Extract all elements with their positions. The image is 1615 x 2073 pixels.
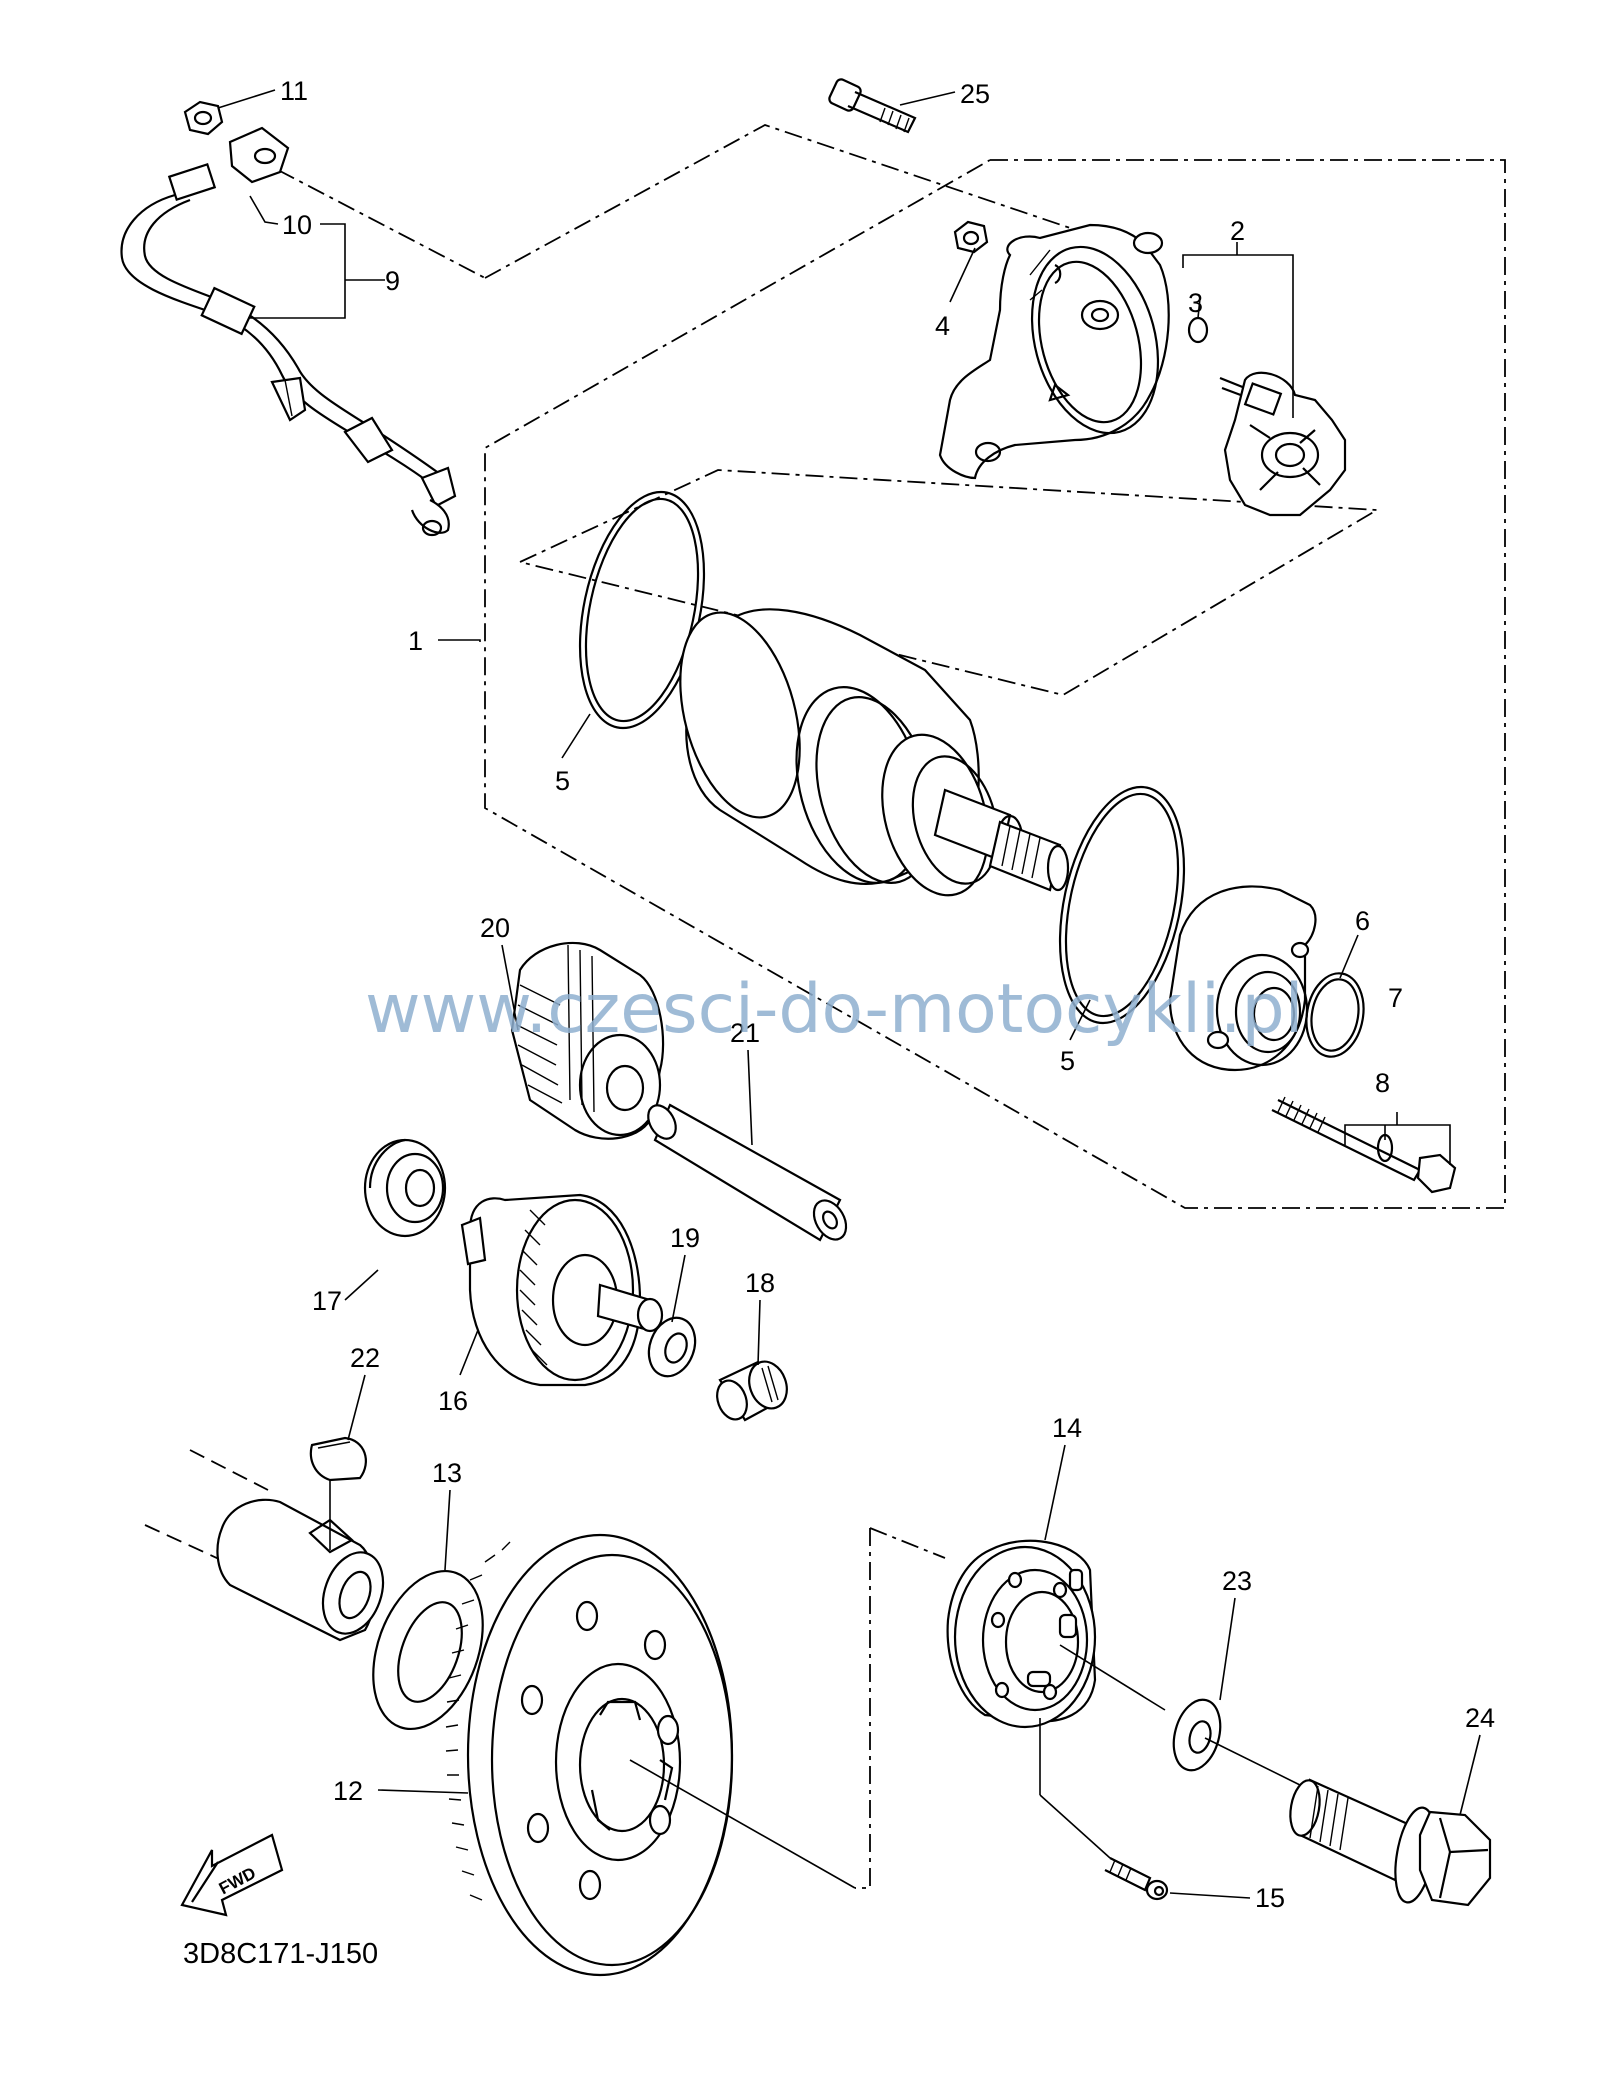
part-2-brush-holder (1219, 371, 1347, 517)
callout-25: 25 (960, 79, 990, 109)
part-6-o-ring (1305, 972, 1365, 1058)
part-7-through-bolt (1271, 1096, 1457, 1194)
callout-20: 20 (480, 913, 510, 943)
callout-labels: 11 25 10 9 4 2 3 1 5 5 6 7 8 20 21 17 19… (280, 76, 1495, 1913)
part-12-starter-wheel-gear (445, 1533, 856, 1977)
forward-direction-arrow-icon: FWD (180, 1833, 284, 1917)
callout-6: 6 (1355, 906, 1370, 936)
callout-5-lower: 5 (1060, 1046, 1075, 1076)
callout-7: 7 (1388, 983, 1403, 1013)
part-24-flange-bolt (1289, 1778, 1492, 1907)
callout-9: 9 (385, 266, 400, 296)
part-25-bolt (828, 78, 917, 134)
callout-3: 3 (1188, 288, 1203, 318)
part-23-washer (1172, 1698, 1301, 1786)
callout-13: 13 (432, 1458, 462, 1488)
part-5-o-ring-lower (1058, 785, 1186, 1025)
callout-24: 24 (1465, 1703, 1495, 1733)
part-11-nut (183, 100, 224, 136)
part-16-starter-clutch (460, 1193, 664, 1387)
part-17-bearing (363, 1138, 447, 1238)
callout-1: 1 (408, 626, 423, 656)
part-1-starter-motor (679, 608, 1070, 897)
part-14-clutch-housing (946, 1539, 1166, 1859)
part-21-idler-shaft (647, 1103, 848, 1242)
leader-lines (217, 89, 1481, 1899)
part-4-nut (953, 220, 989, 254)
callout-23: 23 (1222, 1566, 1252, 1596)
diagram-code: 3D8C171-J150 (183, 1938, 378, 1970)
callout-11: 11 (280, 76, 308, 106)
callout-10: 10 (282, 210, 312, 240)
callout-2: 2 (1230, 216, 1245, 246)
part-15-bolt (1104, 1857, 1169, 1901)
callout-5-upper: 5 (555, 766, 570, 796)
callout-12: 12 (333, 1776, 363, 1806)
part-9-starter-cable (120, 126, 457, 537)
part-18-needle-bearing (716, 1360, 788, 1422)
callout-18: 18 (745, 1268, 775, 1298)
part-3-o-ring (1187, 316, 1209, 344)
callout-4: 4 (935, 311, 950, 341)
part-13-washer (372, 1569, 484, 1731)
part-19-washer (647, 1316, 697, 1378)
callout-17: 17 (312, 1286, 342, 1316)
callout-21: 21 (730, 1018, 760, 1048)
callout-22: 22 (350, 1343, 380, 1373)
part-22-woodruff-key (309, 1436, 367, 1482)
callout-14: 14 (1052, 1413, 1082, 1443)
part-1-rear-cover (1168, 885, 1317, 1072)
callout-19: 19 (670, 1223, 700, 1253)
callout-8: 8 (1375, 1068, 1390, 1098)
callout-16: 16 (438, 1386, 468, 1416)
part-20-idler-gear (510, 941, 665, 1140)
watermark: www.czesci-do-motocykli.pl (365, 970, 1304, 1049)
crankshaft-end (216, 1498, 385, 1642)
callout-15: 15 (1255, 1883, 1285, 1913)
part-2-front-cover (938, 223, 1170, 480)
